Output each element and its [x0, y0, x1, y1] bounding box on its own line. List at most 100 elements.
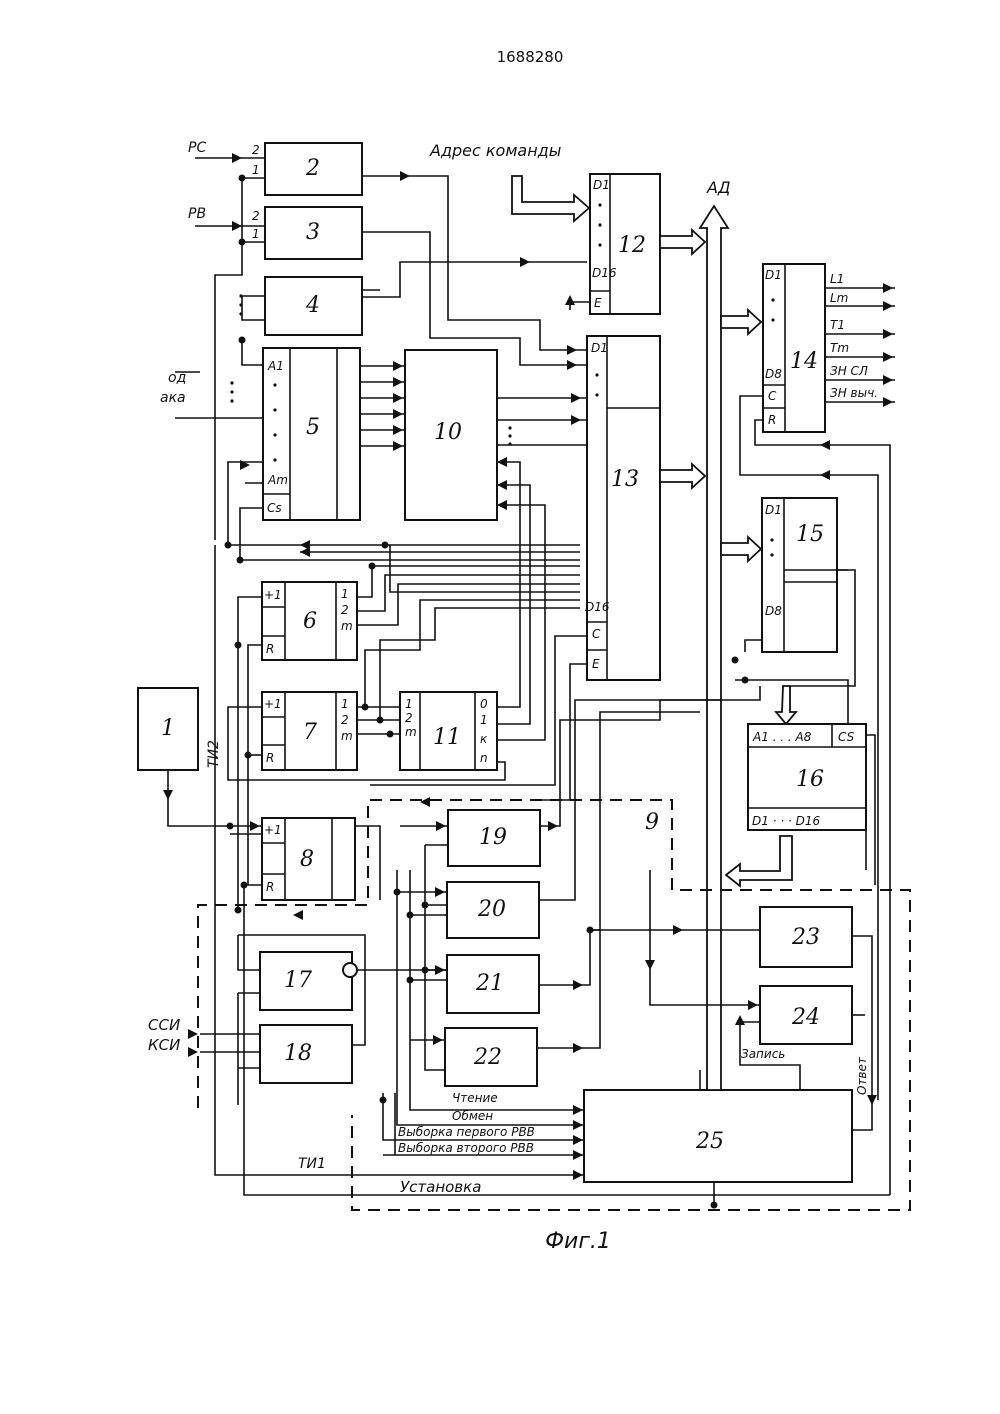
- block-14-pin-d1: D1: [765, 268, 782, 282]
- output-l1: L1: [830, 272, 844, 286]
- block-11-pin-k: к: [480, 732, 488, 746]
- block-6-pin-plus1: +1: [264, 588, 282, 602]
- pin-1-block2: 1: [252, 163, 260, 177]
- block-14-pin-c: C: [768, 389, 777, 403]
- block-19-label: 19: [479, 825, 507, 850]
- bus-arrow-12-ad: [660, 230, 705, 254]
- block-4-label: 4: [305, 293, 320, 318]
- block-14: [763, 264, 825, 432]
- block-16-pin-cs: CS: [838, 730, 855, 744]
- block-3-label: 3: [306, 220, 320, 245]
- block-7-pin-2: 2: [341, 713, 349, 727]
- block-11-pin-2: 2: [405, 711, 413, 725]
- block-7-pin-1: 1: [341, 697, 349, 711]
- block-23-label: 23: [791, 925, 820, 950]
- wires: [168, 158, 895, 1205]
- block-1-label: 1: [161, 716, 175, 741]
- block-22-label: 22: [473, 1045, 502, 1070]
- block-8-pin-plus1: +1: [264, 823, 282, 837]
- block-8-label: 8: [300, 847, 314, 872]
- signal-select-first: Выборка первого РВВ: [398, 1125, 535, 1139]
- block-11-label: 11: [433, 725, 461, 750]
- signal-code-2: ака: [160, 390, 186, 406]
- block-8-pin-r: R: [266, 880, 274, 894]
- pin-2-block3: 2: [252, 209, 260, 223]
- block-5-pin-a1: A1: [267, 359, 284, 373]
- block-11-pin-m: m: [405, 725, 417, 739]
- signal-read: Чтение: [452, 1091, 498, 1105]
- block-12-pin-d1: D1: [593, 178, 610, 192]
- block-13-label: 13: [611, 467, 639, 492]
- block-11-pin-1: 1: [405, 697, 413, 711]
- block-7-pin-m: m: [341, 729, 353, 743]
- patent-number: 1688280: [497, 48, 564, 66]
- signal-answer: Ответ: [855, 1056, 869, 1095]
- block-6-label: 6: [303, 609, 317, 634]
- signal-select-second: Выборка второго РВВ: [398, 1141, 534, 1155]
- signal-pb: РВ: [188, 206, 206, 222]
- block-6-pin-2: 2: [341, 603, 349, 617]
- signal-ksi: КСИ: [148, 1036, 180, 1054]
- block-14-pin-r: R: [768, 413, 776, 427]
- block-11-pin-1b: 1: [480, 713, 488, 727]
- bus-arrow-ad-14: [721, 310, 761, 334]
- signal-address-cmd: Адрес команды: [429, 141, 561, 160]
- output-zn-vych: ЗН выч.: [830, 386, 878, 400]
- block-6-pin-r: R: [266, 642, 274, 656]
- bus-arrow-13-ad: [660, 464, 705, 488]
- block-16-pin-d: D1 · · · D16: [752, 814, 820, 828]
- output-zn-sl: ЗН СЛ: [830, 364, 868, 378]
- block-11-pin-0: 0: [480, 697, 488, 711]
- block-15-label: 15: [796, 522, 824, 547]
- pin-1-block3: 1: [252, 227, 260, 241]
- block-5-pin-am: Am: [267, 473, 288, 487]
- block-10-label: 10: [434, 420, 462, 445]
- block-13-pin-d1: D1: [591, 341, 608, 355]
- block-24-label: 24: [791, 1005, 820, 1030]
- block-11-pin-n: n: [480, 751, 488, 765]
- signal-setup: Установка: [400, 1178, 481, 1196]
- bus-arrow-ad-15: [721, 537, 761, 561]
- signal-ssi: ССИ: [148, 1016, 180, 1034]
- block-6-pin-1: 1: [341, 587, 349, 601]
- block-20-label: 20: [477, 897, 506, 922]
- output-lm: Lm: [830, 291, 848, 305]
- block-12-label: 12: [618, 233, 646, 258]
- block-13-pin-c: C: [592, 627, 601, 641]
- block-7-label: 7: [303, 720, 317, 745]
- block-12-pin-d16: D16: [592, 266, 617, 280]
- block-16-label: 16: [796, 767, 824, 792]
- block-13-pin-e: E: [592, 657, 600, 671]
- signal-ti1: ТИ1: [298, 1156, 326, 1172]
- block-14-label: 14: [790, 349, 818, 374]
- block-15-pin-d8: D8: [765, 604, 782, 618]
- block-13-pin-d16: D16: [585, 600, 610, 614]
- block-18-label: 18: [284, 1041, 312, 1066]
- signal-code-1: од: [168, 370, 186, 386]
- block-15-pin-d1: D1: [765, 503, 782, 517]
- ad-bus-label: АД: [706, 178, 730, 197]
- bus-arrow-address: [512, 176, 589, 221]
- block-7-pin-plus1: +1: [264, 697, 282, 711]
- ad-bus: [700, 206, 728, 1090]
- block-16-pin-a: A1 . . . A8: [752, 730, 812, 744]
- block-17-label: 17: [284, 968, 312, 993]
- block-12-pin-e: E: [594, 296, 602, 310]
- block-25-label: 25: [695, 1129, 724, 1154]
- figure-caption: Фиг.1: [545, 1229, 611, 1254]
- pin-2-block2: 2: [252, 143, 260, 157]
- bus-arrow-16-out: [726, 836, 792, 886]
- signal-ti2: ТИ2: [206, 740, 222, 768]
- block-2-label: 2: [305, 156, 320, 181]
- block-14-pin-d8: D8: [765, 367, 782, 381]
- block-6-pin-m: m: [341, 619, 353, 633]
- block-9-label: 9: [645, 810, 659, 835]
- block-7-pin-r: R: [266, 751, 274, 765]
- block-5-pin-cs: Cs: [267, 501, 282, 515]
- block-21-label: 21: [475, 971, 504, 996]
- signal-pc: РС: [188, 140, 206, 156]
- output-tm: Tm: [830, 341, 849, 355]
- bus-arrow-16-in: [776, 686, 796, 724]
- block-5-label: 5: [306, 415, 320, 440]
